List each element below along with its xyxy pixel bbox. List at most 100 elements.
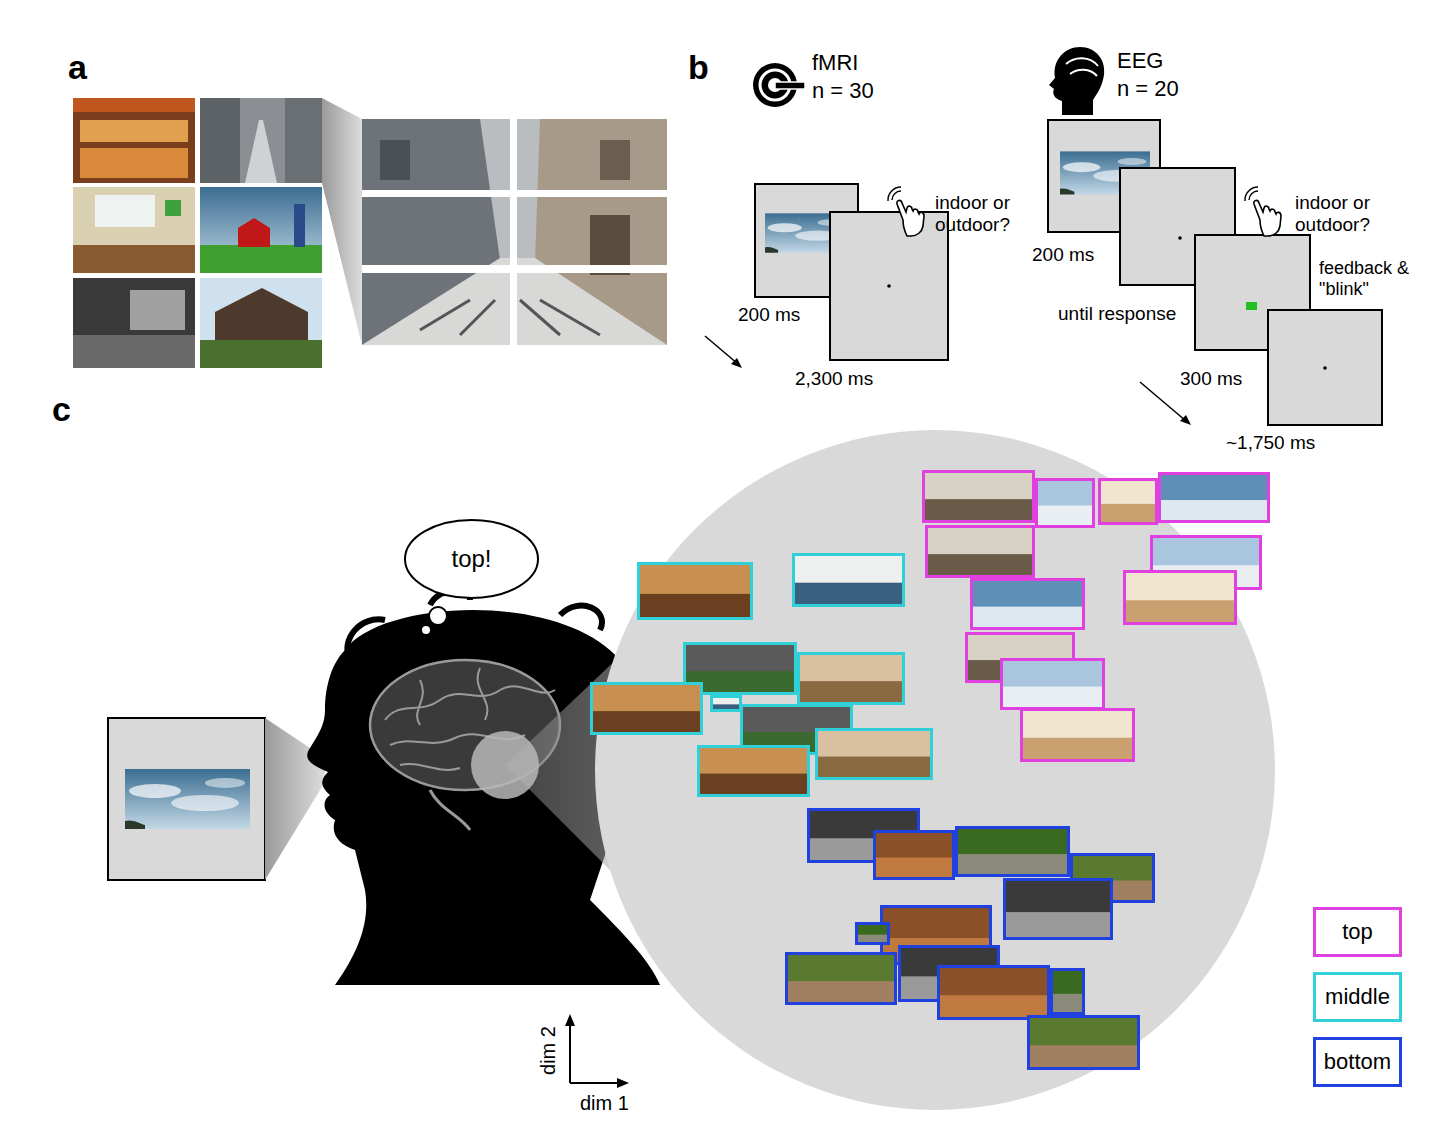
thumbnail-image (1020, 738, 1135, 762)
thumbnail-frame (799, 654, 904, 704)
thumbnail-image (1003, 878, 1113, 940)
thumbnail-image (697, 745, 810, 797)
screen (830, 212, 948, 360)
building (285, 98, 322, 183)
axis-line (569, 1022, 571, 1083)
thumbnail-image (937, 965, 1050, 1020)
silo (294, 204, 305, 247)
thumbnail-image (1158, 500, 1270, 523)
feedback-square (1246, 302, 1257, 310)
arrow-head (731, 358, 742, 368)
thumbnail-image (792, 553, 905, 607)
thumbnail-image (637, 594, 753, 620)
scene-stimulus (125, 769, 250, 829)
thumbnail-image (922, 470, 1035, 523)
method-name: EEG (1117, 48, 1163, 73)
thumbnail-image (873, 858, 955, 881)
thumbnail-image (925, 554, 1035, 578)
legend-swatch: middle (1313, 972, 1402, 1022)
grid-gap (510, 119, 517, 345)
thumbnail-frame (957, 828, 1069, 876)
legend-swatch: bottom (1313, 1037, 1402, 1087)
legend-text: middle (1325, 984, 1390, 1010)
thought-dot (421, 625, 431, 635)
legend-swatch: top (1313, 907, 1402, 957)
garden (200, 340, 322, 368)
thumbnail-image (1158, 472, 1270, 523)
fmri-icon (753, 63, 805, 107)
thought-dot (429, 607, 447, 625)
thumbnail-image (1000, 687, 1105, 710)
classroom-photo (73, 187, 195, 273)
screen (1268, 310, 1382, 425)
bakery-photo (73, 98, 195, 183)
thumbnail-image (590, 682, 703, 735)
axis-arrow (565, 1014, 575, 1026)
axis-line (570, 1082, 621, 1084)
thumbnail-frame (939, 967, 1049, 1019)
panel-letter: a (68, 48, 87, 87)
grid-gap (362, 190, 667, 197)
thumbnail-image (797, 681, 905, 705)
duration-label: 300 ms (1180, 368, 1242, 390)
thumbnail-frame (592, 684, 702, 734)
thumbnail-image (1003, 912, 1113, 940)
electrode-lines (1066, 58, 1098, 76)
thumbnail-image (1098, 504, 1158, 525)
thumbnail-image (792, 583, 905, 607)
sky (362, 119, 667, 345)
desks (73, 245, 195, 273)
thumbnail-image (1020, 708, 1135, 762)
duration-label: ~1,750 ms (1226, 432, 1315, 454)
photo-grid (73, 98, 322, 368)
thumbnail-image (785, 952, 897, 1005)
brain-stem (430, 790, 470, 830)
building (200, 98, 240, 183)
hand-icon (1245, 187, 1281, 236)
hand-outline (897, 200, 924, 236)
thumbnail-image (970, 578, 1085, 630)
thumbnail-image (1035, 506, 1095, 529)
thumbnail-frame (875, 832, 954, 879)
bubble-ellipse (405, 520, 538, 598)
thumbnail-image (955, 854, 1070, 877)
window (380, 140, 410, 180)
legend-text: top (1342, 919, 1373, 945)
thumbnail-image (785, 981, 897, 1005)
shelf (80, 148, 188, 178)
representational-space (595, 430, 1275, 1110)
farm-photo (200, 187, 322, 273)
thumbnail-image (922, 499, 1035, 523)
thumbnail-frame (1160, 474, 1269, 522)
task-question: indoor or outdoor? (935, 192, 1035, 236)
thumbnail-frame (924, 472, 1034, 522)
thumbnail-image (815, 757, 933, 780)
thumbnail-frame (1002, 660, 1104, 709)
visual-cortex (471, 731, 539, 799)
house-photo (200, 278, 322, 368)
thumbnail-image (1123, 600, 1237, 625)
house (215, 288, 308, 345)
thumbnail-image (710, 695, 742, 712)
fixation-dot (1178, 236, 1182, 240)
thumbnail-image (1123, 570, 1237, 625)
thumbnail-frame (857, 924, 889, 944)
window (600, 140, 630, 180)
axis-label: dim 1 (580, 1092, 629, 1115)
thumbnail-frame (1022, 710, 1134, 761)
grid-gap (362, 265, 667, 273)
thumbnail-image (797, 652, 905, 705)
sample-size: n = 20 (1117, 76, 1179, 101)
thumbnail-image (970, 607, 1085, 630)
fixation-dot (1323, 366, 1327, 370)
thumbnail-frame (794, 555, 904, 606)
tap-arcs (1245, 187, 1258, 201)
thumbnail-image (1050, 994, 1085, 1015)
thumbnail-image (1035, 478, 1095, 528)
shelf (80, 120, 188, 142)
scanner-bed (775, 82, 805, 89)
thumbnail-image (590, 711, 703, 735)
window (95, 195, 155, 227)
axis-label: dim 2 (537, 1019, 560, 1083)
